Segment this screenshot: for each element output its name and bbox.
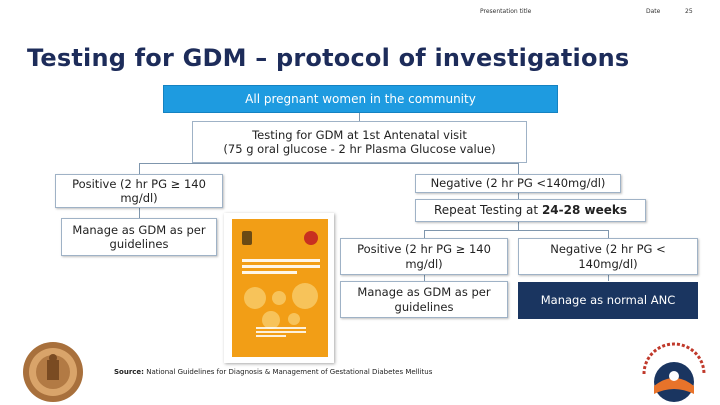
connector — [518, 163, 519, 174]
negative-first-text: Negative (2 hr PG <140mg/dl) — [430, 176, 606, 191]
manage-gdm-second-box: Manage as GDM as per guidelines — [340, 281, 508, 318]
presentation-title: Presentation title — [480, 8, 532, 15]
negative-second-text: Negative (2 hr PG < 140mg/dl) — [550, 242, 666, 271]
decorative-circle — [262, 311, 280, 329]
connector — [139, 208, 140, 218]
negative-second-box: Negative (2 hr PG < 140mg/dl) — [518, 238, 698, 275]
page-number: 25 — [685, 8, 693, 15]
ministry-logo-icon — [304, 231, 318, 245]
connector — [139, 163, 140, 174]
source-text: National Guidelines for Diagnosis & Mana… — [146, 368, 433, 376]
all-pregnant-women-box: All pregnant women in the community — [163, 85, 558, 113]
manage-gdm-first-text: Manage as GDM as per guidelines — [66, 223, 212, 252]
booklet-title-lines — [242, 259, 320, 279]
repeat-testing-weeks: 24-28 weeks — [541, 203, 627, 217]
institute-logo-icon — [642, 342, 706, 402]
national-emblem-icon — [242, 231, 252, 245]
manage-normal-anc-text: Manage as normal ANC — [540, 293, 676, 308]
first-test-line2: (75 g oral glucose - 2 hr Plasma Glucose… — [223, 142, 496, 156]
guidelines-booklet-image — [224, 213, 334, 363]
connector — [424, 230, 608, 231]
connector — [518, 193, 519, 201]
connector — [139, 163, 519, 164]
manage-gdm-first-part1: Manage as GDM — [72, 222, 167, 237]
date-label: Date — [646, 8, 661, 15]
connector — [424, 275, 425, 281]
repeat-testing-text: Repeat Testing at 24-28 weeks — [434, 203, 627, 218]
manage-gdm-second-part2: as per guidelines — [394, 285, 491, 314]
source-note: Source: National Guidelines for Diagnosi… — [114, 368, 432, 376]
manage-gdm-second-text: Manage as GDM as per guidelines — [345, 285, 503, 314]
connector — [608, 230, 609, 238]
booklet-cover — [232, 219, 328, 357]
connector — [424, 230, 425, 238]
repeat-testing-prefix: Repeat Testing at — [434, 203, 539, 217]
source-label: Source: — [114, 368, 144, 376]
negative-first-box: Negative (2 hr PG <140mg/dl) — [415, 174, 621, 193]
positive-first-box: Positive (2 hr PG ≥ 140 mg/dl) — [55, 174, 223, 208]
manage-gdm-second-part1: Manage as GDM — [357, 285, 452, 300]
positive-second-text: Positive (2 hr PG ≥ 140 mg/dl) — [357, 242, 491, 271]
decorative-circle — [272, 291, 286, 305]
decorative-circle — [292, 283, 318, 309]
state-emblem-seal-icon — [23, 342, 83, 402]
all-pregnant-women-text: All pregnant women in the community — [245, 91, 476, 106]
first-antenatal-test-box: Testing for GDM at 1st Antenatal visit (… — [192, 121, 527, 163]
manage-gdm-first-box: Manage as GDM as per guidelines — [61, 218, 217, 256]
booklet-footer-lines — [256, 327, 306, 339]
repeat-testing-box: Repeat Testing at 24-28 weeks — [415, 199, 646, 222]
positive-first-text: Positive (2 hr PG ≥ 140 mg/dl) — [72, 176, 206, 205]
decorative-circle — [244, 287, 266, 309]
connector — [518, 222, 519, 230]
decorative-circle — [288, 313, 300, 325]
connector — [608, 275, 609, 281]
connector — [359, 113, 360, 121]
slide-title: Testing for GDM – protocol of investigat… — [27, 44, 630, 72]
positive-second-box: Positive (2 hr PG ≥ 140 mg/dl) — [340, 238, 508, 275]
first-test-line1: Testing for GDM at 1st Antenatal visit — [252, 127, 467, 142]
manage-gdm-first-part2: as per guidelines — [109, 222, 206, 251]
manage-normal-anc-box: Manage as normal ANC — [518, 282, 698, 319]
